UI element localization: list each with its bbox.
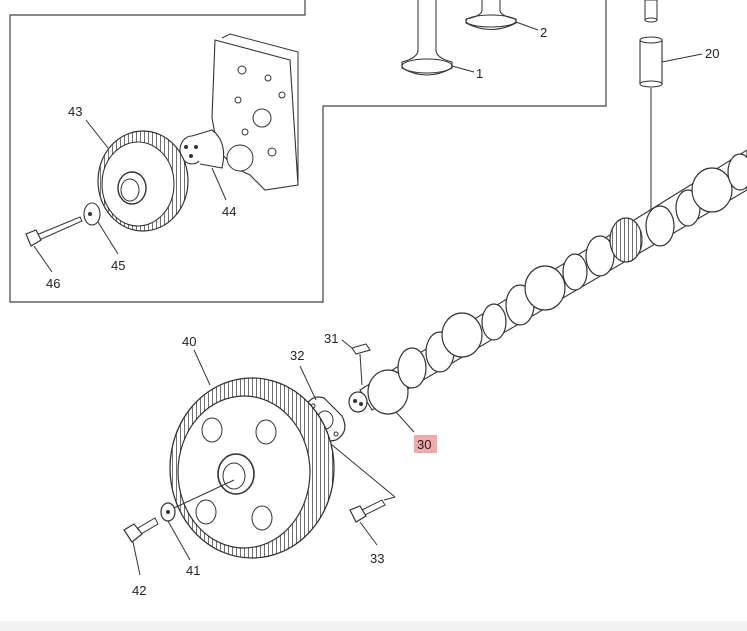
callout-41: 41 [186, 563, 200, 578]
camshaft-part[interactable] [348, 149, 747, 433]
callout-44: 44 [222, 204, 236, 219]
callout-42: 42 [132, 583, 146, 598]
callout-43: 43 [68, 104, 82, 119]
callout-20: 20 [705, 46, 719, 61]
callout-30: 30 [417, 437, 431, 452]
bolt-part[interactable] [325, 439, 396, 546]
camshaft-gear-small[interactable] [85, 119, 189, 232]
callout-31: 31 [324, 331, 338, 346]
bolt-part[interactable] [25, 216, 83, 273]
callout-46: 46 [46, 276, 60, 291]
engine-front-plate [211, 33, 299, 191]
valve-detail-box [9, 0, 607, 303]
camshaft-gear-large[interactable] [169, 349, 335, 559]
callout-40: 40 [182, 334, 196, 349]
valve-part[interactable] [401, 0, 475, 76]
key-part[interactable] [341, 339, 371, 386]
callout-1: 1 [476, 66, 483, 81]
callout-30-highlight [414, 435, 437, 453]
washer-part[interactable] [160, 479, 235, 561]
tappet-part[interactable] [639, 0, 703, 210]
callout-45: 45 [111, 258, 125, 273]
washer-part[interactable] [83, 202, 119, 255]
footer-strip [0, 621, 747, 631]
callout-32: 32 [290, 348, 304, 363]
bolt-part[interactable] [123, 517, 159, 576]
callout-33: 33 [370, 551, 384, 566]
hub-part[interactable] [179, 129, 227, 201]
valve-part[interactable] [465, 0, 539, 31]
callout-2: 2 [540, 25, 547, 40]
